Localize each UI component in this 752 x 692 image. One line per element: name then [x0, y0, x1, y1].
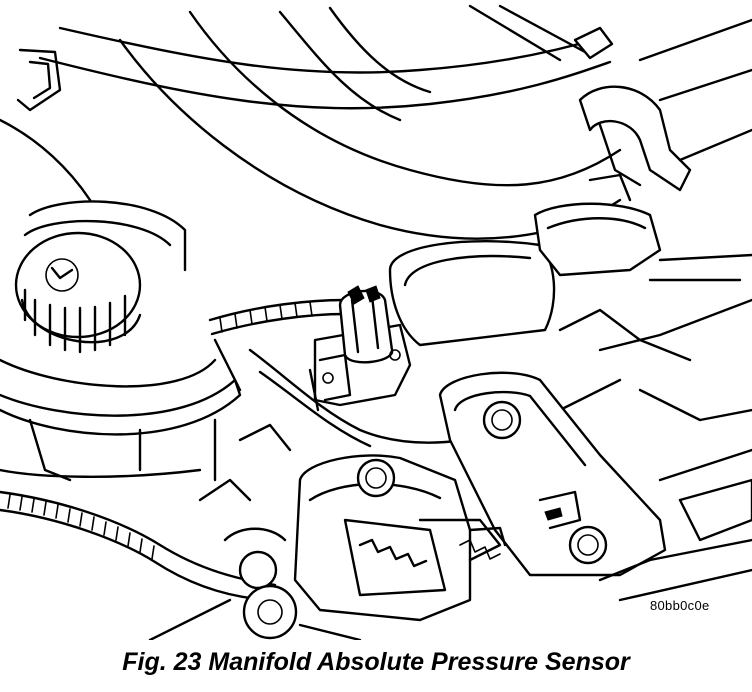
engine-cover-left: [0, 338, 242, 482]
mounting-bracket: [438, 371, 667, 577]
hose-clamp: [578, 18, 752, 202]
oil-filler-cap: [14, 200, 187, 354]
bottom-left-fittings: [148, 423, 362, 640]
figure-caption: Fig. 23 Manifold Absolute Pressure Senso…: [122, 648, 630, 676]
map-sensor: [308, 285, 412, 412]
engine-bay-line-drawing: [0, 4, 752, 640]
figure-code: 80bb0c0e: [650, 598, 710, 613]
left-top-bracket: [0, 48, 92, 202]
lower-housing: [293, 448, 752, 622]
intake-manifold: [248, 202, 752, 448]
wire-harness: [0, 298, 347, 602]
